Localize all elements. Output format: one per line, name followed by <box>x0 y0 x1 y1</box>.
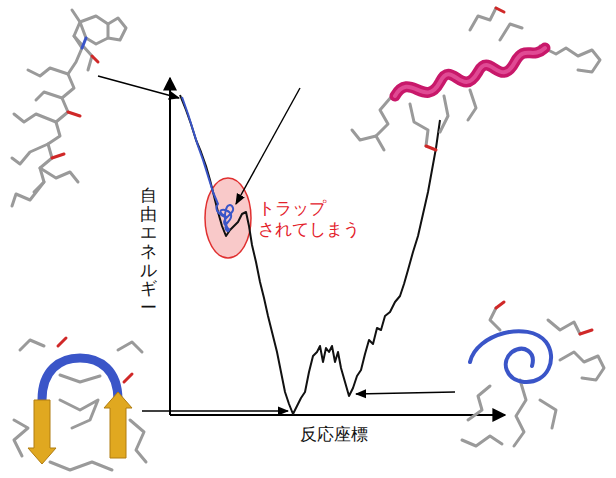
coil-molecule <box>462 302 604 446</box>
callout-text: トラップ されてしまう <box>258 198 374 241</box>
pointer-arrow <box>356 392 455 394</box>
axis-label: 反応座標 <box>300 424 368 445</box>
free-energy-curve <box>180 95 440 414</box>
unfolded-molecule <box>12 10 126 206</box>
hairpin-molecule <box>14 338 146 470</box>
helix-molecule <box>352 8 600 150</box>
y-axis <box>169 78 171 415</box>
x-axis <box>170 414 505 416</box>
pointer-arrow <box>98 76 179 98</box>
trajectory-trace <box>182 97 233 231</box>
pointer-arrow <box>236 88 300 204</box>
pointer-arrow <box>142 410 288 411</box>
axis-label: 自由エネルギー <box>140 186 157 317</box>
